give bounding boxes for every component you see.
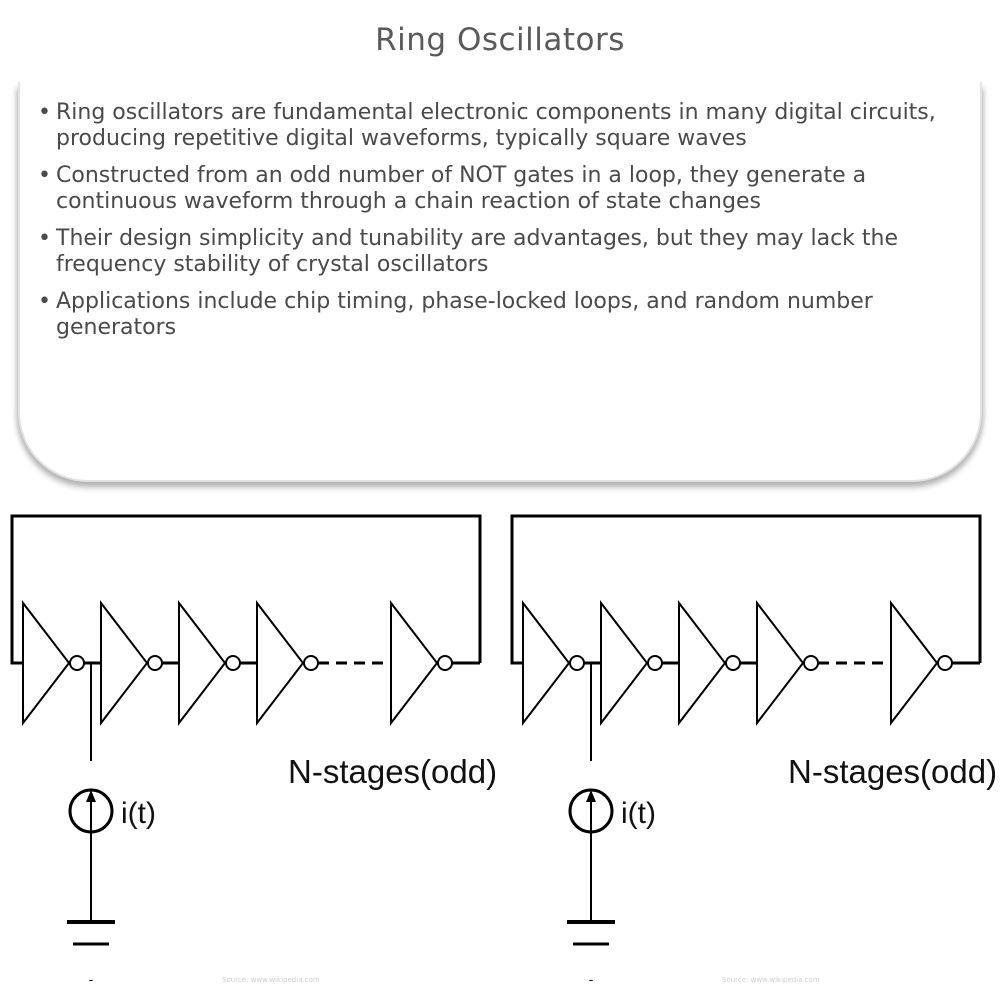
inverter-gate xyxy=(178,600,241,726)
ring-oscillator-diagram-left: - i(t) N-stages(odd) xyxy=(5,500,495,990)
feedback-loop-wire xyxy=(10,514,482,665)
ring-oscillator-schematic: - i(t) N-stages(odd) xyxy=(10,514,495,987)
inverter-gate xyxy=(756,600,819,726)
inverter-gate xyxy=(890,600,953,726)
bullet-item: Constructed from an odd number of NOT ga… xyxy=(38,163,978,215)
feedback-loop-wire xyxy=(510,514,982,665)
inverter-chain xyxy=(522,600,980,726)
arrow-up-icon xyxy=(586,790,596,802)
bullet-item: Their design simplicity and tunability a… xyxy=(38,226,978,278)
bullet-item: Ring oscillators are fundamental electro… xyxy=(38,100,978,152)
ring-oscillator-schematic: - i(t) N-stages(odd) xyxy=(510,514,995,987)
stages-label: N-stages(odd) xyxy=(288,753,495,790)
bullet-item: Applications include chip timing, phase-… xyxy=(38,289,978,341)
current-source-branch xyxy=(68,663,114,920)
inverter-gate xyxy=(522,600,585,726)
ring-oscillator-diagram-right: - i(t) N-stages(odd) xyxy=(505,500,995,990)
source-watermark: Source: www.wikipedia.com xyxy=(222,976,320,984)
page-title: Ring Oscillators xyxy=(375,22,625,58)
ground-icon xyxy=(67,920,115,946)
bullet-list: Ring oscillators are fundamental electro… xyxy=(38,100,978,352)
inverter-gate xyxy=(100,600,163,726)
source-watermark: Source: www.wikipedia.com xyxy=(722,976,820,984)
source-label: i(t) xyxy=(121,797,156,830)
ground-symbol-label: - xyxy=(89,971,94,987)
info-card: Ring oscillators are fundamental electro… xyxy=(18,82,982,482)
ground-symbol-label: - xyxy=(589,971,594,987)
current-source-branch xyxy=(568,663,614,920)
stages-label: N-stages(odd) xyxy=(788,753,995,790)
inverter-gate xyxy=(678,600,741,726)
inverter-chain xyxy=(22,600,480,726)
arrow-up-icon xyxy=(86,790,96,802)
inverter-gate xyxy=(22,600,85,726)
ground-icon xyxy=(567,920,615,946)
inverter-gate xyxy=(256,600,319,726)
inverter-gate xyxy=(600,600,663,726)
inverter-gate xyxy=(390,600,453,726)
source-label: i(t) xyxy=(621,797,656,830)
